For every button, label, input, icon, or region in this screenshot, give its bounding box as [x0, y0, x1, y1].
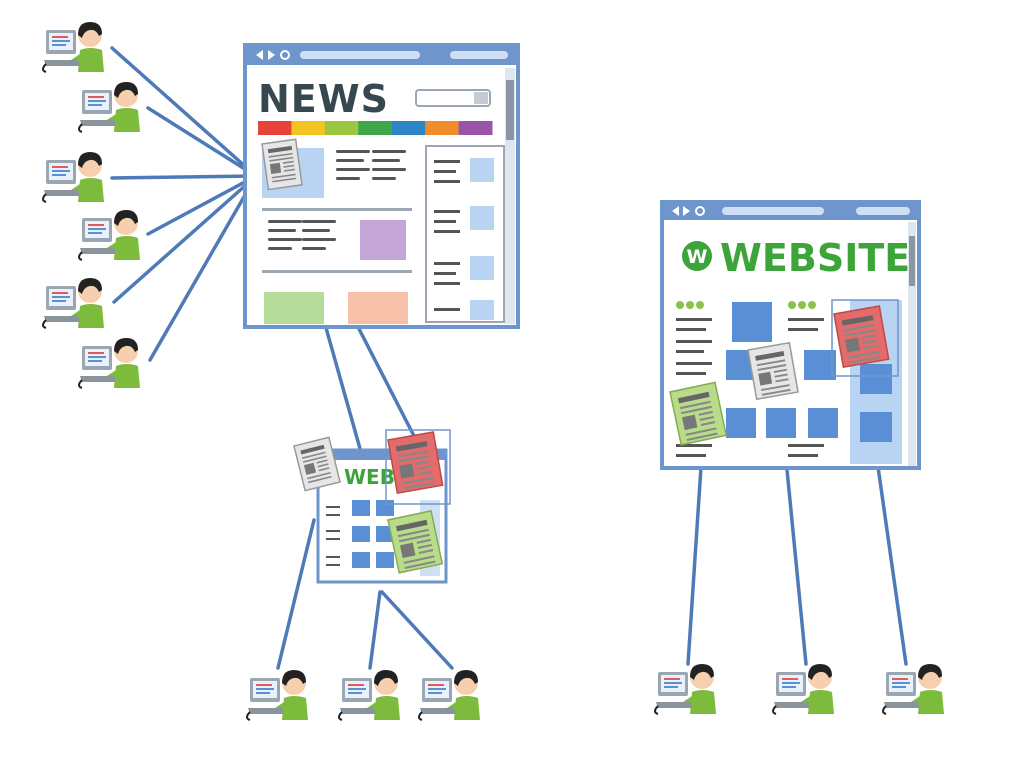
person-at-computer-icon [772, 663, 835, 715]
person-at-computer-icon [654, 663, 717, 715]
website-logo-icon [682, 241, 712, 271]
forward-arrow-icon [268, 50, 275, 60]
back-arrow-icon [672, 206, 679, 216]
person-at-computer-icon [246, 669, 309, 721]
reload-icon [695, 206, 705, 216]
newspaper-icon [747, 341, 799, 401]
website-window: W WEBSITE [660, 200, 921, 470]
newspaper-green-icon [669, 381, 728, 446]
category-color-segment [458, 121, 493, 135]
person-at-computer-icon [78, 337, 141, 389]
newspaper-icon [261, 138, 303, 191]
person-at-computer-icon [42, 21, 105, 73]
category-color-bar [258, 121, 493, 135]
category-color-segment [258, 121, 292, 135]
newspaper-red-icon [833, 305, 890, 369]
person-at-computer-icon [42, 277, 105, 329]
search-bar [450, 51, 508, 59]
newspaper-icon [293, 436, 341, 492]
news-site-title: NEWS [258, 77, 389, 121]
newspaper-green-icon [387, 509, 444, 574]
small-website-window: WEBSI [293, 429, 451, 584]
address-bar [300, 51, 420, 59]
category-color-segment [324, 121, 359, 135]
person-at-computer-icon [418, 669, 481, 721]
back-arrow-icon [256, 50, 263, 60]
connection-lines [110, 46, 908, 670]
search-bar [856, 207, 910, 215]
category-color-segment [391, 121, 426, 135]
person-at-computer-icon [882, 663, 945, 715]
address-bar [722, 207, 824, 215]
reload-icon [280, 50, 290, 60]
person-at-computer-icon [42, 151, 105, 203]
website-title: WEBSITE [720, 236, 910, 280]
forward-arrow-icon [683, 206, 690, 216]
category-color-segment [425, 121, 460, 135]
person-at-computer-icon [338, 669, 401, 721]
website-logo-letter: W [687, 246, 708, 268]
person-at-computer-icon [78, 209, 141, 261]
category-color-segment [291, 121, 326, 135]
news-site-window: NEWS [243, 43, 520, 329]
person-at-computer-icon [78, 81, 141, 133]
newspaper-red-icon [387, 431, 444, 495]
category-color-segment [358, 121, 393, 135]
